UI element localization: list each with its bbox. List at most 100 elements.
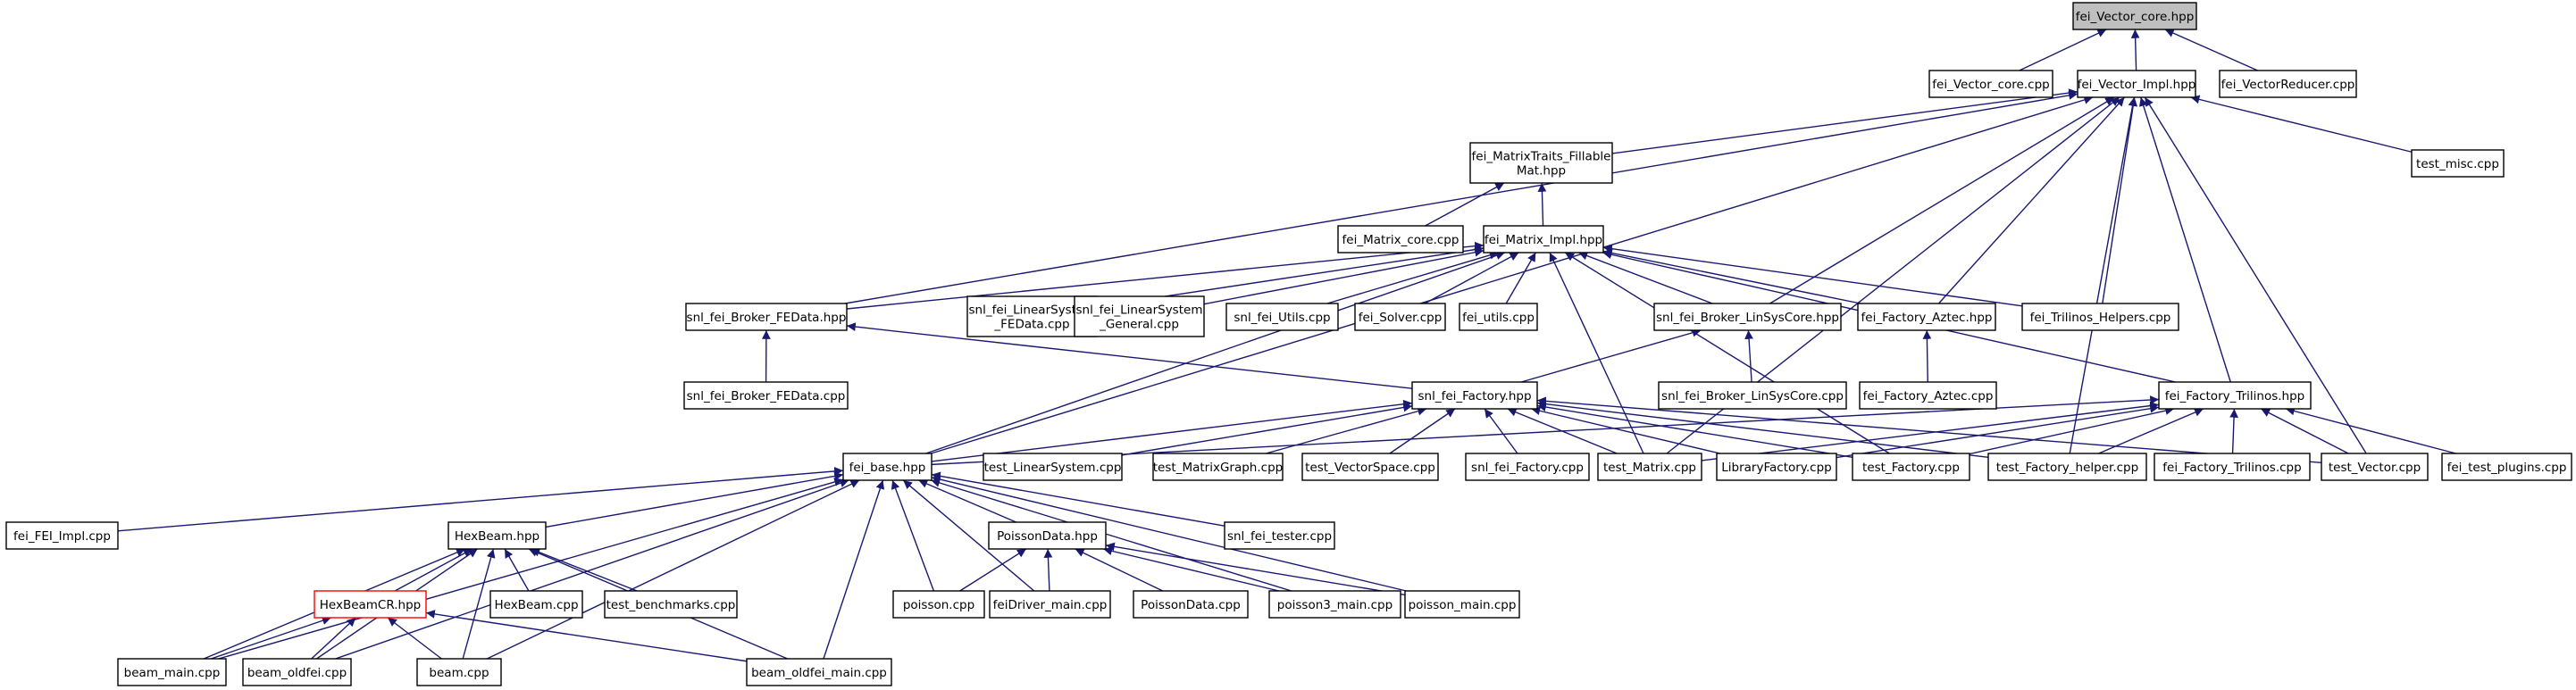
node-poisson3-main[interactable]: poisson3_main.cpp [1268,590,1401,619]
node-beam-oldfei[interactable]: beam_oldfei.cpp [242,658,352,686]
node-box[interactable] [2072,2,2197,30]
node-box[interactable] [1469,142,1613,184]
node-test-factory[interactable]: test_Factory.cpp [1852,453,1970,481]
node-factory-aztec-cpp[interactable]: fei_Factory_Aztec.cpp [1859,381,1997,410]
node-box[interactable] [1074,295,1205,337]
node-poissondata-cpp[interactable]: PoissonData.cpp [1133,590,1249,619]
node-fei-utils[interactable]: fei_utils.cpp [1459,303,1538,331]
node-box[interactable] [1354,303,1446,331]
node-box[interactable] [242,658,352,686]
node-test-vector[interactable]: test_Vector.cpp [2321,453,2429,481]
node-hexbeam-hpp[interactable]: HexBeam.hpp [447,521,547,550]
edge-beam_cpp-to-hexbeam_hpp [462,548,496,660]
node-box[interactable] [1465,453,1590,481]
node-box[interactable] [1483,225,1604,254]
node-box[interactable] [1987,453,2147,481]
node-vector-reducer[interactable]: fei_VectorReducer.cpp [2219,70,2357,98]
node-snl-utils[interactable]: snl_fei_Utils.cpp [1225,303,1339,331]
node-box[interactable] [604,590,738,619]
node-box[interactable] [1337,225,1464,254]
node-fei-test-plugins[interactable]: fei_test_plugins.cpp [2441,453,2572,481]
node-fei-solver[interactable]: fei_Solver.cpp [1354,303,1446,331]
node-factory-aztec-hpp[interactable]: fei_Factory_Aztec.hpp [1857,303,1996,331]
node-hexbeam-cpp[interactable]: HexBeam.cpp [489,590,583,619]
node-box[interactable] [1859,381,1997,410]
node-box[interactable] [983,453,1123,481]
node-box[interactable] [683,381,849,410]
node-box[interactable] [1857,303,1996,331]
node-test-linsys[interactable]: test_LinearSystem.cpp [983,453,1123,481]
node-box[interactable] [685,303,848,331]
node-factory-trilinos-hpp[interactable]: fei_Factory_Trilinos.hpp [2158,381,2312,410]
node-poisson-main[interactable]: poisson_main.cpp [1404,590,1520,619]
node-box[interactable] [489,590,583,619]
node-box[interactable] [2158,381,2312,410]
node-box[interactable] [1459,303,1538,331]
node-box[interactable] [5,521,119,550]
node-box[interactable] [988,521,1107,550]
node-beam-oldfei-main[interactable]: beam_oldfei_main.cpp [746,658,892,686]
node-box[interactable] [1597,453,1702,481]
node-box[interactable] [1404,590,1520,619]
node-box[interactable] [314,590,427,619]
node-beam-main[interactable]: beam_main.cpp [117,658,227,686]
node-box[interactable] [1133,590,1249,619]
node-box[interactable] [1225,303,1339,331]
node-box[interactable] [2154,453,2311,481]
node-trilinos-helpers[interactable]: fei_Trilinos_Helpers.cpp [2021,303,2179,331]
node-box[interactable] [1852,453,1970,481]
node-matrix-core[interactable]: fei_Matrix_core.cpp [1337,225,1464,254]
node-test-factory-helper[interactable]: test_Factory_helper.cpp [1987,453,2147,481]
node-box[interactable] [1224,521,1335,550]
node-box[interactable] [416,658,502,686]
node-poissondata-hpp[interactable]: PoissonData.hpp [988,521,1107,550]
node-box[interactable] [1928,70,2053,98]
node-box[interactable] [1268,590,1401,619]
node-box[interactable] [447,521,547,550]
node-factory-trilinos-cpp[interactable]: fei_Factory_Trilinos.cpp [2154,453,2311,481]
node-hexbeamcr-hpp[interactable]: HexBeamCR.hpp [314,590,427,619]
node-box[interactable] [2441,453,2572,481]
node-test-benchmarks[interactable]: test_benchmarks.cpp [604,590,738,619]
node-library-factory[interactable]: LibraryFactory.cpp [1716,453,1837,481]
node-box[interactable] [746,658,892,686]
node-test-matrix[interactable]: test_Matrix.cpp [1597,453,1702,481]
node-matrix-impl[interactable]: fei_Matrix_Impl.hpp [1483,225,1604,254]
node-beam-cpp[interactable]: beam.cpp [416,658,502,686]
node-ls-general[interactable]: snl_fei_LinearSystem_General.cpp [1074,295,1205,337]
node-snl-factory-hpp[interactable]: snl_fei_Factory.hpp [1411,381,1538,410]
node-box[interactable] [2219,70,2357,98]
node-test-vectorspace[interactable]: test_VectorSpace.cpp [1301,453,1439,481]
node-box[interactable] [2077,70,2196,98]
node-test-matrixgraph[interactable]: test_MatrixGraph.cpp [1152,453,1284,481]
node-box[interactable] [1658,381,1847,410]
node-test-misc[interactable]: test_misc.cpp [2411,149,2505,178]
node-vector-core-hpp[interactable]: fei_Vector_core.hpp [2072,2,2197,30]
node-feidriver-main[interactable]: feiDriver_main.cpp [989,590,1111,619]
node-vector-core-cpp[interactable]: fei_Vector_core.cpp [1928,70,2053,98]
node-box[interactable] [1411,381,1538,410]
node-box[interactable] [2411,149,2505,178]
node-box[interactable] [2021,303,2179,331]
node-box[interactable] [842,453,933,481]
node-box[interactable] [1152,453,1284,481]
node-poisson-cpp[interactable]: poisson.cpp [892,590,985,619]
node-broker-linsys-cpp[interactable]: snl_fei_Broker_LinSysCore.cpp [1658,381,1847,410]
node-snl-tester[interactable]: snl_fei_tester.cpp [1224,521,1335,550]
node-box[interactable] [2321,453,2429,481]
node-fei-impl[interactable]: fei_FEI_Impl.cpp [5,521,119,550]
node-broker-fedata-cpp[interactable]: snl_fei_Broker_FEData.cpp [683,381,849,410]
node-box[interactable] [117,658,227,686]
node-box[interactable] [1301,453,1439,481]
node-box[interactable] [1653,303,1842,331]
node-fei-base[interactable]: fei_base.hpp [842,453,933,481]
node-snl-factory-cpp[interactable]: snl_fei_Factory.cpp [1465,453,1590,481]
node-broker-linsys-hpp[interactable]: snl_fei_Broker_LinSysCore.hpp [1653,303,1842,331]
node-broker-fedata-hpp[interactable]: snl_fei_Broker_FEData.hpp [685,303,848,331]
node-box[interactable] [1716,453,1837,481]
node-box[interactable] [892,590,985,619]
edge-fei_utils-to-matrix_impl [1505,252,1536,304]
node-vector-impl[interactable]: fei_Vector_Impl.hpp [2077,70,2196,98]
node-box[interactable] [989,590,1111,619]
